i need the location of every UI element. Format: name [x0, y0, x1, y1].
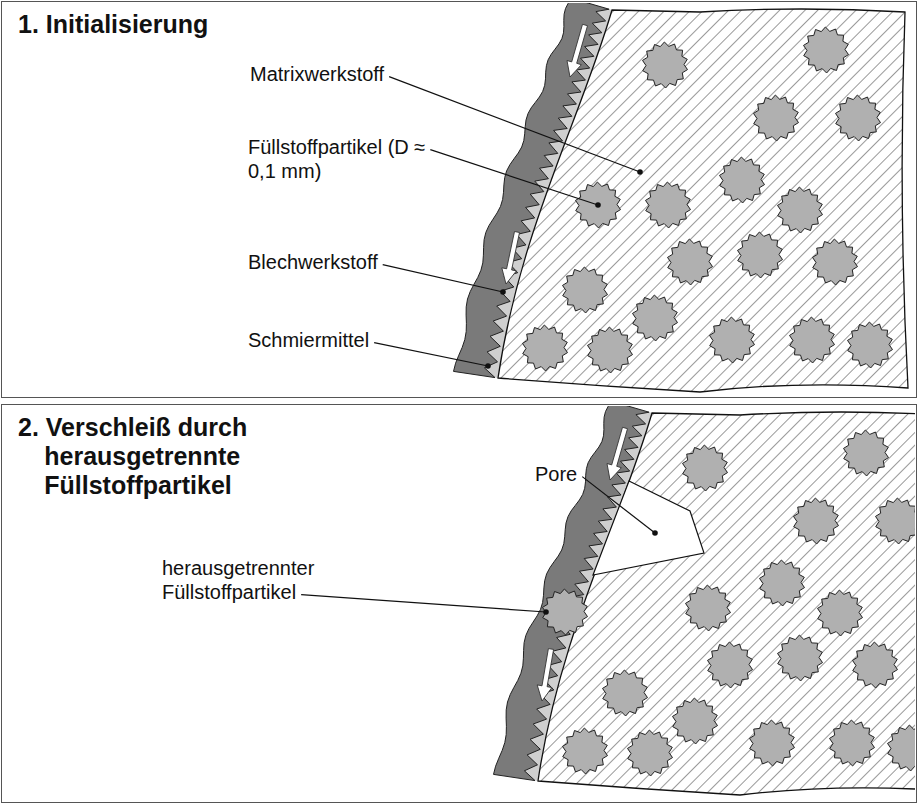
- filler-particle: [683, 445, 728, 491]
- leader-line: [582, 477, 655, 533]
- filler-particle: [888, 725, 916, 771]
- filler-particle: [523, 325, 568, 371]
- filler-particle: [710, 317, 755, 363]
- motion-arrow: [607, 427, 628, 480]
- filler-particle: [563, 728, 608, 774]
- filler-particle: [633, 295, 678, 341]
- part-label: Matrixwerkstoff: [250, 62, 384, 86]
- leader-line: [389, 77, 640, 172]
- motion-arrow: [502, 232, 520, 285]
- part-label: Schmiermittel: [248, 328, 369, 352]
- filler-particle: [876, 498, 916, 544]
- part-label: Blechwerkstoff: [248, 250, 378, 274]
- filler-particle: [720, 157, 765, 203]
- leader-line: [383, 265, 503, 292]
- filler-particle: [790, 317, 835, 363]
- filler-particle: [673, 698, 718, 744]
- leader-dot: [652, 530, 658, 536]
- filler-particle: [853, 642, 898, 688]
- filler-particle: [686, 585, 731, 631]
- leader-dot: [637, 169, 643, 175]
- leader-dot: [543, 609, 549, 615]
- matrix-ground: [538, 412, 915, 795]
- matrix-material: [498, 9, 908, 392]
- filler-particle: [708, 642, 753, 688]
- matrix-ground: [498, 9, 908, 392]
- part-label: herausgetrennter Füllstoffpartikel: [162, 556, 342, 604]
- filler-particle: [563, 267, 608, 313]
- matrix-material: [538, 412, 915, 795]
- filler-particle: [646, 182, 691, 228]
- leader-dot: [485, 363, 491, 369]
- filler-particle: [778, 635, 823, 681]
- filler-particle: [760, 560, 805, 606]
- filler-particle: [668, 239, 713, 285]
- filler-particle: [588, 327, 633, 373]
- filler-particle: [818, 590, 863, 636]
- panel-heading: 1. Initialisierung: [18, 10, 364, 39]
- filler-particle: [844, 430, 889, 476]
- filler-particle: [830, 720, 875, 766]
- filler-particle: [738, 232, 783, 278]
- panel-frame: 2. Verschleiß durch herausgetrennte Füll…: [1, 404, 917, 803]
- motion-arrow: [537, 649, 553, 701]
- filler-particle: [543, 589, 588, 635]
- leader-dot: [500, 289, 506, 295]
- panel-heading: 2. Verschleiß durch herausgetrennte Füll…: [18, 413, 344, 499]
- panel-illustration: [454, 3, 909, 392]
- part-label: Füllstoffpartikel (D ≈ 0,1 mm): [248, 135, 426, 183]
- filler-particle: [754, 95, 799, 141]
- part-label: Pore: [535, 462, 577, 486]
- filler-particle: [813, 239, 858, 285]
- panel-illustration: [494, 406, 916, 795]
- leader-dot: [595, 202, 601, 208]
- filler-particle: [750, 720, 795, 766]
- filler-particle: [576, 182, 621, 228]
- filler-particle: [628, 730, 673, 776]
- panel-group: [494, 406, 916, 795]
- filler-particle: [643, 42, 688, 88]
- filler-particle: [804, 27, 849, 73]
- panel-group: [454, 3, 909, 392]
- panel-frame: 1. Initialisierung: [1, 1, 917, 398]
- leader-line: [374, 343, 488, 366]
- filler-particle: [778, 187, 823, 233]
- motion-arrow: [567, 24, 588, 77]
- filler-particle: [848, 322, 893, 368]
- leader-line: [301, 595, 546, 612]
- filler-particle: [794, 498, 839, 544]
- filler-particle: [836, 95, 881, 141]
- filler-particle: [603, 670, 648, 716]
- leader-line: [430, 150, 598, 205]
